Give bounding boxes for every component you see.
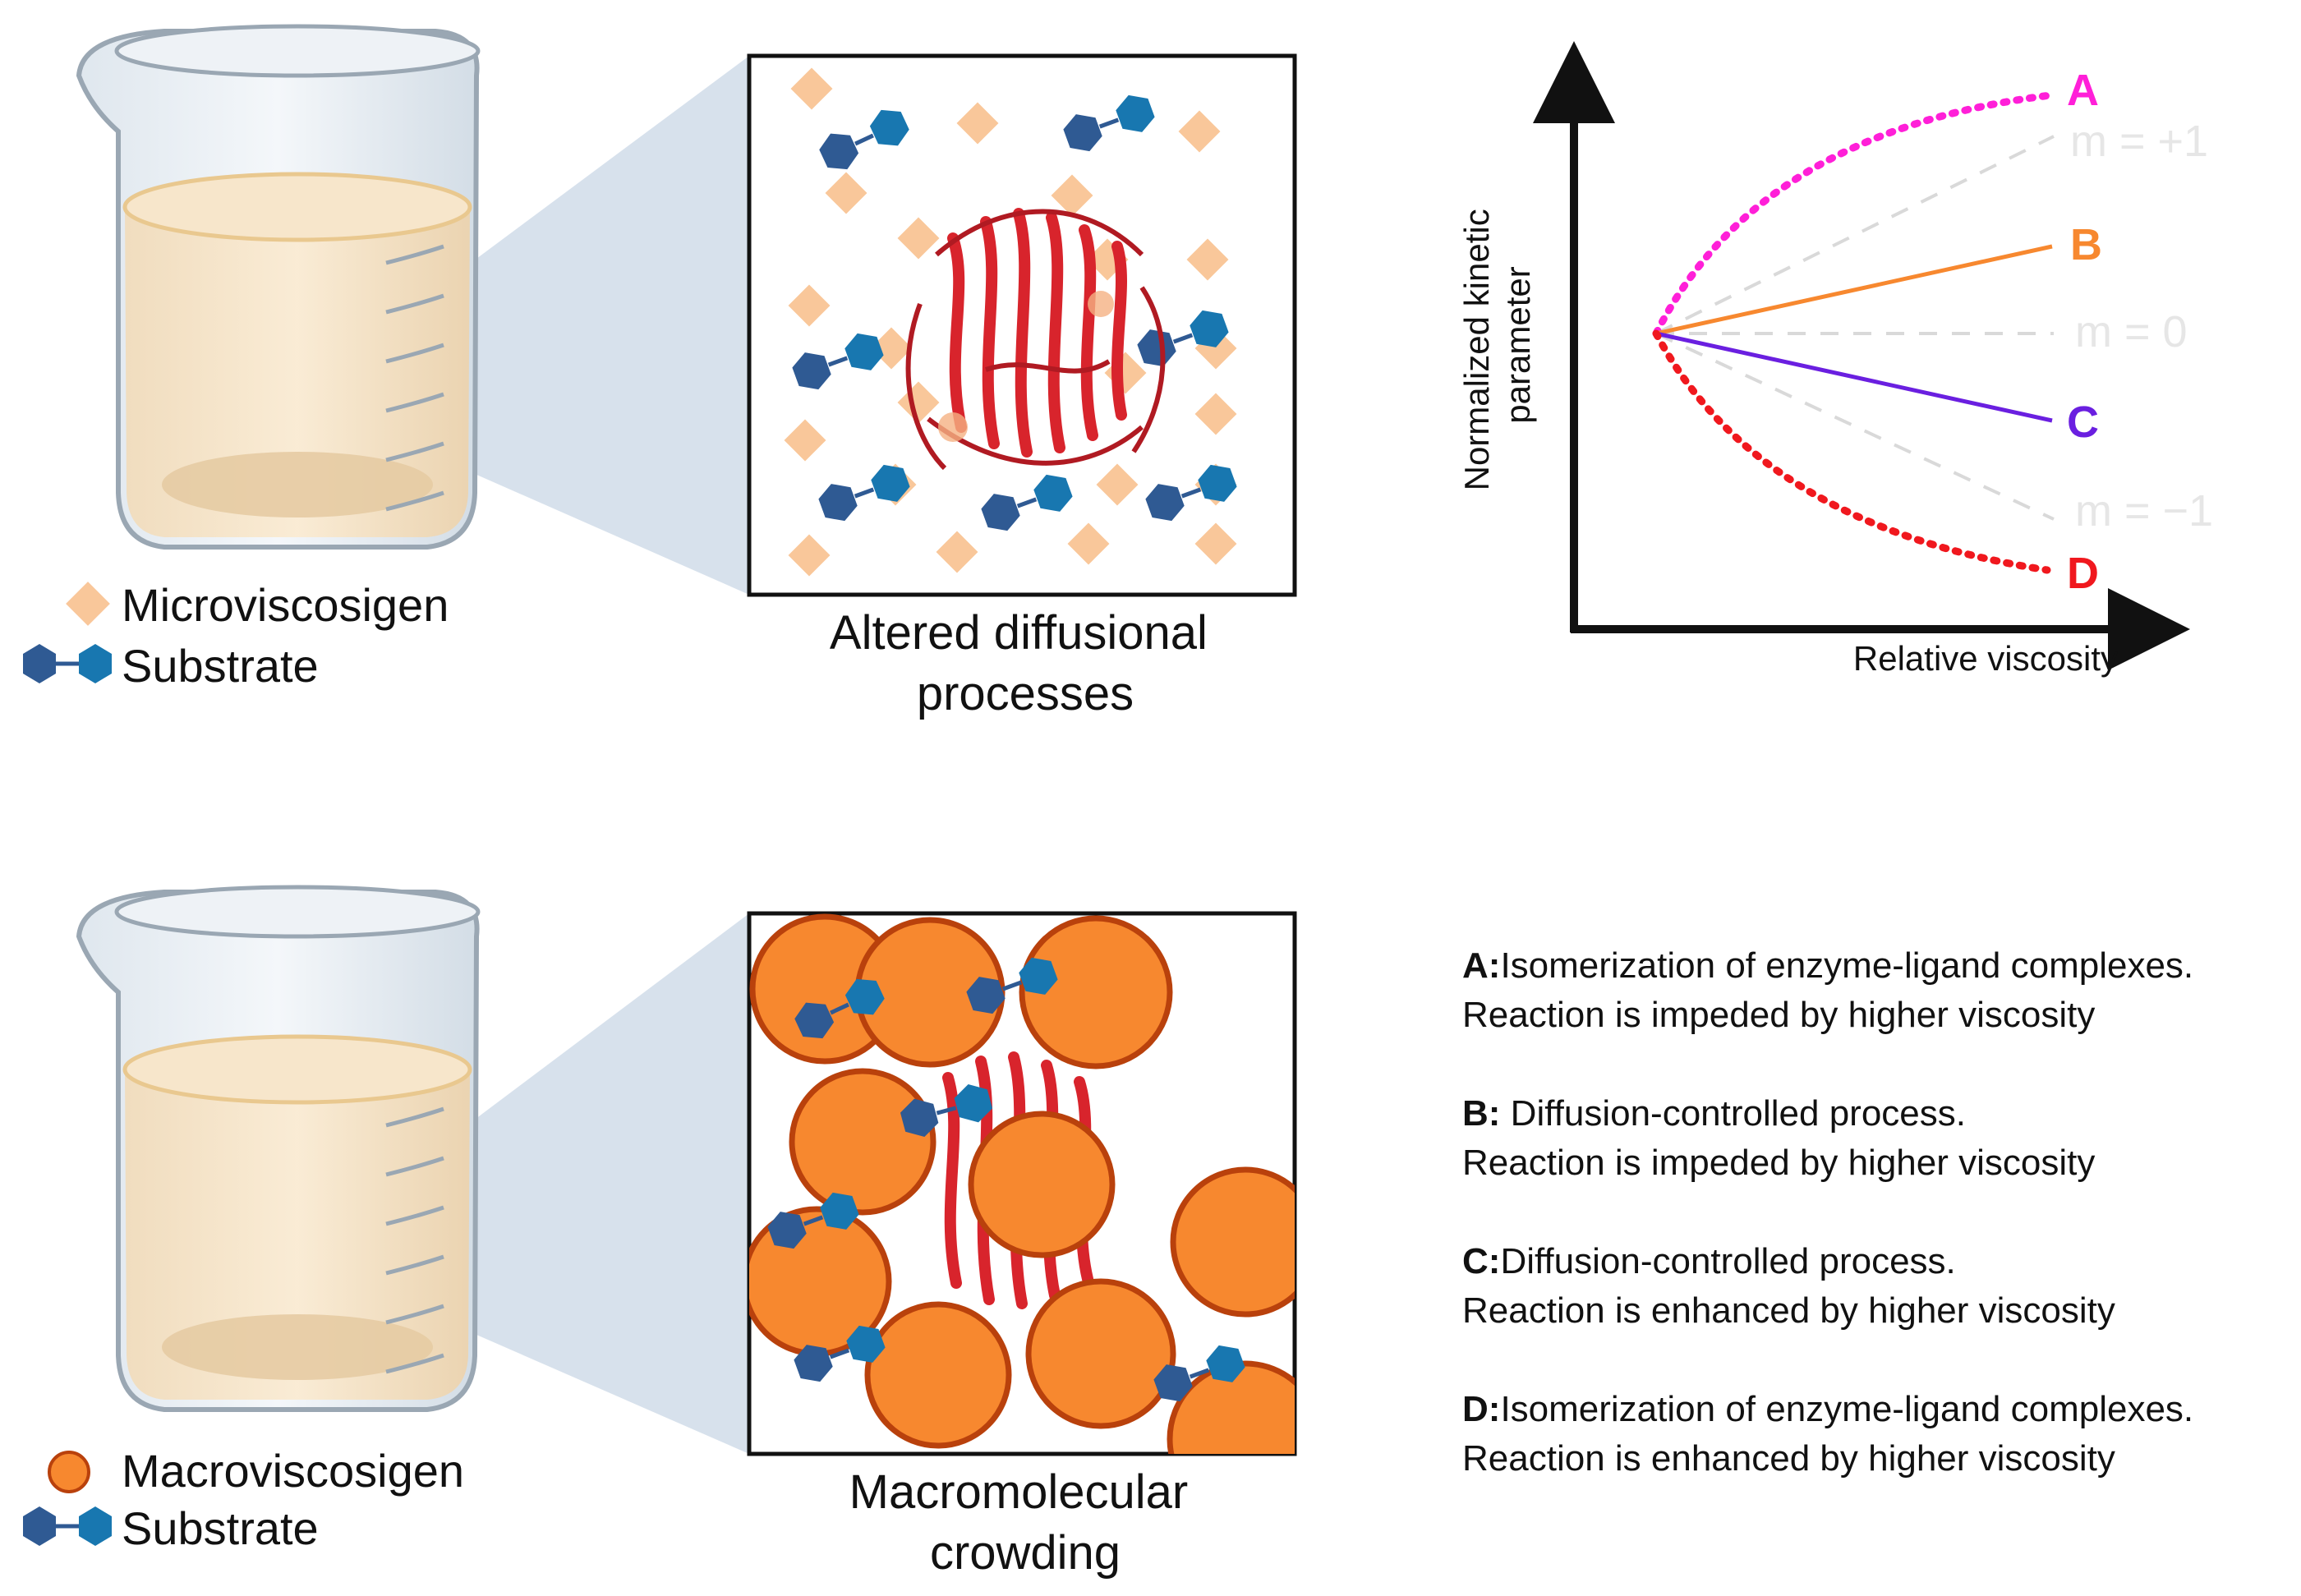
svg-text:D:Isomerization of enzyme-liga: D:Isomerization of enzyme-ligand complex…	[1462, 1389, 2193, 1429]
legend-microviscosigen: Microviscosigen	[122, 579, 449, 631]
svg-text:B: Diffusion-controlled proces: B: Diffusion-controlled process.	[1462, 1093, 1966, 1134]
hexagon-pair-icon	[23, 1506, 112, 1546]
microviscosigen-particle	[1194, 393, 1237, 435]
microviscosigen-particle	[1096, 463, 1139, 506]
reference-line-m-minus-1	[1655, 332, 2055, 521]
microviscosigen-particle	[788, 284, 831, 327]
microviscosigen-particle	[1067, 522, 1110, 565]
description-line: Isomerization of enzyme-ligand complexes…	[1500, 1389, 2193, 1429]
zoom-wedge-bottom	[294, 913, 749, 1454]
macroviscosigen-particle	[1170, 1166, 1295, 1318]
substrate-molecule	[981, 474, 1073, 531]
macroviscosigen-particles	[749, 913, 1295, 1454]
description-D: D:Isomerization of enzyme-ligand complex…	[1462, 1389, 2193, 1479]
description-line: Diffusion-controlled process.	[1500, 1093, 1966, 1134]
microviscosigen-particle	[788, 534, 831, 577]
reference-line-m-plus-1	[1655, 135, 2055, 335]
svg-text:C:Diffusion-controlled process: C:Diffusion-controlled process.	[1462, 1241, 1956, 1281]
curve-label-B: B	[2070, 220, 2102, 269]
microviscosigen-particle	[1051, 174, 1093, 217]
bottom-legend: Macroviscosigen Substrate	[23, 1445, 464, 1554]
curve-descriptions: A:Isomerization of enzyme-ligand complex…	[1462, 945, 2193, 1479]
substrate-molecule	[900, 1084, 993, 1137]
microviscosigen-particle	[790, 67, 833, 110]
circle-icon	[48, 1451, 90, 1493]
substrate-molecule	[792, 333, 884, 390]
description-B: B: Diffusion-controlled process. Reactio…	[1462, 1093, 2095, 1183]
svg-text:A:Isomerization of enzyme-liga: A:Isomerization of enzyme-ligand complex…	[1462, 945, 2193, 986]
substrate-molecule	[1137, 310, 1229, 367]
diamond-icon	[66, 582, 110, 626]
beaker-top	[76, 24, 481, 550]
description-line: Isomerization of enzyme-ligand complexes…	[1500, 945, 2193, 986]
microviscosigen-particle	[956, 102, 999, 145]
microviscosigen-particles	[784, 67, 1237, 577]
description-A: A:Isomerization of enzyme-ligand complex…	[1462, 945, 2193, 1035]
description-key: C:	[1462, 1241, 1500, 1281]
microviscosigen-particle	[897, 217, 940, 260]
curve-label-C: C	[2067, 398, 2099, 447]
substrate-molecule	[1153, 1345, 1245, 1402]
substrate-molecules	[792, 94, 1237, 531]
curve-label-A: A	[2067, 66, 2099, 115]
macroviscosigen-particle	[968, 1111, 1116, 1258]
microviscosigen-particle	[936, 531, 978, 573]
beaker-bottom	[76, 885, 481, 1412]
microviscosigen-particle	[870, 327, 913, 370]
microviscosigen-particle	[1186, 238, 1229, 281]
substrate-molecule	[1063, 94, 1155, 152]
kinetics-graph: Normalized kinetic parameter Relative vi…	[1457, 41, 2213, 678]
description-line: Reaction is enhanced by higher viscosity	[1462, 1438, 2115, 1479]
hexagon-pair-icon	[23, 644, 112, 683]
macroviscosigen-particle	[1167, 1360, 1295, 1454]
substrate-molecule	[1145, 464, 1237, 522]
zoom-wedge	[294, 56, 749, 595]
top-panel: Microviscosigen Substrate Altered diffus…	[23, 24, 1297, 720]
curve-D	[1652, 329, 2051, 574]
bottom-panel: Macroviscosigen Substrate Macromolecular…	[23, 885, 1297, 1580]
substrate-molecule	[794, 978, 885, 1039]
description-line: Reaction is impeded by higher viscosity	[1462, 995, 2095, 1035]
legend-macroviscosigen: Macroviscosigen	[122, 1445, 464, 1497]
description-line: Reaction is impeded by higher viscosity	[1462, 1143, 2095, 1183]
substrate-molecule	[966, 957, 1058, 1014]
top-legend: Microviscosigen Substrate	[23, 579, 449, 692]
curve-label-D: D	[2067, 549, 2099, 598]
substrate-molecule	[767, 1192, 859, 1249]
macroviscosigen-particle	[864, 1301, 1012, 1449]
enzyme-structure	[905, 208, 1166, 471]
microviscosigen-particle	[1178, 110, 1221, 153]
substrate-molecules-bottom	[767, 957, 1245, 1402]
substrate-molecule	[818, 464, 910, 522]
description-key: A:	[1462, 945, 1500, 986]
curve-B	[1655, 244, 2053, 336]
macroviscosigen-particle	[1019, 915, 1173, 1069]
microviscosigen-particle	[825, 172, 867, 214]
macroviscosigen-particle	[789, 1068, 937, 1216]
substrate-molecule	[819, 109, 909, 170]
legend-substrate-bottom: Substrate	[122, 1502, 319, 1554]
curve-C	[1655, 331, 2053, 423]
curve-A	[1652, 91, 2055, 338]
description-line: Diffusion-controlled process.	[1500, 1241, 1955, 1281]
microviscosigen-particle	[784, 419, 826, 462]
caption-top: Altered diffusional processes	[830, 606, 1221, 720]
slope-label-0: m = 0	[2075, 307, 2188, 356]
legend-substrate: Substrate	[122, 640, 319, 692]
macroviscosigen-particle	[1025, 1278, 1176, 1429]
description-key: D:	[1462, 1389, 1500, 1429]
slope-label-minus-1: m = −1	[2075, 486, 2213, 536]
slope-label-plus-1: m = +1	[2070, 117, 2208, 166]
substrate-molecule	[794, 1325, 886, 1382]
caption-bottom: Macromolecular crowding	[849, 1465, 1202, 1580]
description-C: C:Diffusion-controlled process. Reaction…	[1462, 1241, 2115, 1331]
x-axis-label: Relative viscosity	[1853, 639, 2118, 678]
microviscosigen-particle	[1194, 522, 1237, 565]
description-line: Reaction is enhanced by higher viscosity	[1462, 1290, 2115, 1331]
y-axis-label: Normalized kinetic parameter	[1457, 200, 1537, 491]
description-key: B:	[1462, 1093, 1500, 1134]
